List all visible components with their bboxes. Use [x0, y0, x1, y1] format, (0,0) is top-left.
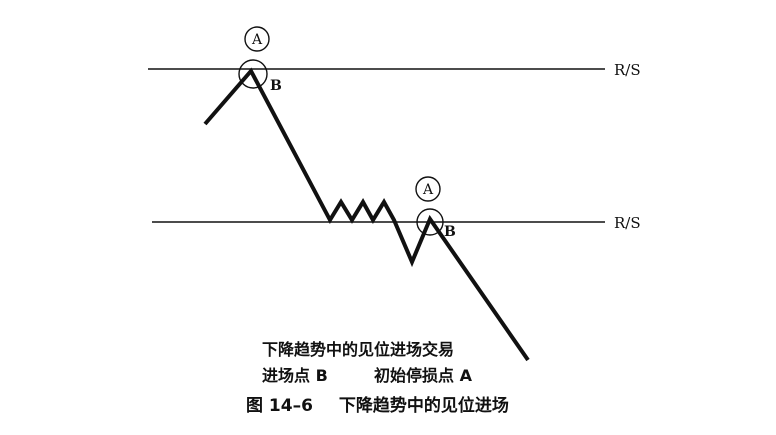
figure-number: 图 14–6: [246, 396, 313, 416]
upper-stop-marker-circle: [244, 26, 270, 52]
upper-stop-marker-letter: A: [251, 32, 263, 48]
lower-stop-marker-letter: A: [422, 182, 434, 198]
lower-rs-label: R/S: [614, 214, 641, 232]
upper-entry-circle: [238, 59, 268, 89]
upper-rs-label: R/S: [614, 61, 641, 79]
entry-point-note: 进场点 B: [262, 366, 328, 385]
price-path: [203, 67, 530, 362]
initial-stop-note: 初始停损点 A: [374, 366, 472, 385]
figure-title: 下降趋势中的见位进场: [338, 396, 509, 416]
figure-caption: 图 14–6 下降趋势中的见位进场: [246, 396, 509, 416]
diagram-note-title: 下降趋势中的见位进场交易: [262, 340, 455, 359]
lower-entry-circle: [416, 208, 444, 236]
lower-entry-marker-letter: B: [444, 224, 456, 240]
upper-entry-marker-letter: B: [270, 78, 282, 94]
lower-stop-marker-circle: [415, 176, 441, 202]
